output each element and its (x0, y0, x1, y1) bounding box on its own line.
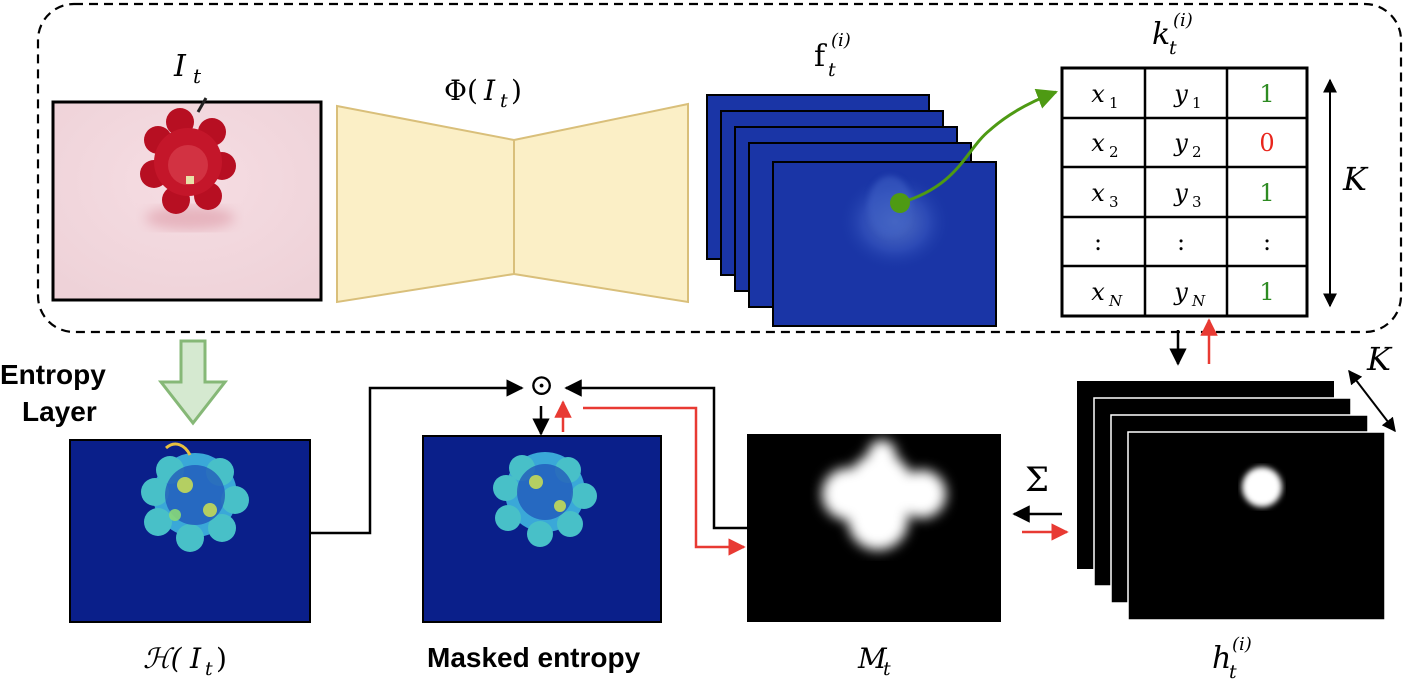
table-cell-y: y (1173, 80, 1188, 108)
keypoints-subscript: t (1169, 37, 1177, 59)
encoder-symbol: Φ( (444, 74, 478, 107)
keypoints-symbol: k (1152, 17, 1170, 52)
entropy-map-label: ℋ( I t ) (143, 642, 227, 680)
flower-object (140, 97, 236, 214)
table-cell-y: y (1173, 278, 1188, 306)
keypoints-label: k t (i) (1152, 10, 1193, 59)
table-cell-y: y (1173, 129, 1188, 157)
features-symbol: f (814, 39, 827, 74)
feature-map-stack (706, 94, 997, 327)
mask-label: M t (857, 642, 891, 680)
hadamard-product-symbol: ⊙ (529, 368, 554, 403)
mask-symbol: M (857, 642, 888, 675)
encoder-close: ) (511, 74, 522, 107)
sum-symbol: Σ (1025, 460, 1049, 500)
encoder-label: Φ( I t ) (444, 74, 522, 112)
heatmaps-subscript: t (1229, 661, 1237, 683)
encoder-arg-subscript: t (500, 90, 508, 112)
entropy-map-arg: I (189, 642, 202, 675)
heatmaps-superscript: (i) (1232, 634, 1252, 655)
table-cell-x: x (1091, 278, 1105, 306)
keypoints-superscript: (i) (1173, 10, 1193, 31)
encoder-arg: I (483, 74, 496, 107)
entropy-map-subscript: t (205, 658, 213, 680)
entropy-layer-label-line2: Layer (22, 396, 97, 427)
masked-entropy-label: Masked entropy (427, 642, 641, 673)
input-image (51, 97, 323, 302)
entropy-layer-label-line1: Entropy (0, 359, 106, 390)
entropy-map-close: ) (216, 642, 227, 675)
input-image-label: I t (173, 49, 202, 88)
table-cell-visibility: 1 (1259, 179, 1274, 207)
k-diagonal-label: K (1366, 340, 1393, 378)
table-cell-x: x (1091, 80, 1105, 108)
k-vertical-label: K (1342, 160, 1369, 198)
features-label: f t (i) (814, 30, 851, 81)
k-depth-arrow (1348, 369, 1396, 433)
table-cell-y-subscript: 1 (1192, 94, 1202, 112)
encoder-region (36, 2, 1403, 334)
mask-to-hadamard-arrow (564, 379, 748, 530)
table-cell-visibility: 0 (1259, 129, 1274, 157)
table-cell-y-subscript: 3 (1192, 193, 1202, 211)
table-cell-y: : (1177, 228, 1185, 256)
heatmap-stack (1077, 381, 1386, 621)
entropy-map-symbol: ℋ( (143, 642, 183, 675)
table-cell-visibility: : (1263, 228, 1271, 256)
entropy-layer-arrow (157, 339, 229, 426)
table-cell-x: x (1091, 129, 1105, 157)
table-cell-visibility: 1 (1259, 80, 1274, 108)
entropy-to-hadamard-arrow (310, 379, 524, 535)
table-cell-x: : (1094, 228, 1102, 256)
table-cell-y-subscript: 2 (1192, 143, 1202, 161)
heatmaps-symbol: h (1212, 641, 1231, 676)
keypoint-extract-arrow (899, 88, 1058, 205)
entropy-blob (141, 442, 249, 552)
table-cell-x: x (1091, 179, 1105, 207)
table-cell-visibility: 1 (1259, 278, 1274, 306)
encoder-shape (336, 102, 689, 304)
features-subscript: t (828, 59, 836, 81)
masked-entropy-map (422, 435, 662, 623)
table-cell-y-subscript: N (1191, 292, 1206, 310)
heatmap-peak (1242, 467, 1282, 507)
input-image-symbol: I (173, 49, 187, 84)
mask-subscript: t (883, 658, 891, 680)
table-cell-x-subscript: 1 (1109, 94, 1119, 112)
table-cell-y: y (1173, 179, 1188, 207)
heatmap-layer (1127, 431, 1386, 621)
hadamard-to-mask-backward-arrow (583, 406, 746, 556)
masked-entropy-blob (493, 452, 597, 547)
feature-map-front (772, 161, 997, 327)
table-cell-x-subscript: 2 (1109, 143, 1119, 161)
input-image-subscript: t (193, 64, 202, 88)
heatmaps-label: h t (i) (1212, 634, 1252, 683)
table-cell-x-subscript: 3 (1109, 193, 1119, 211)
features-superscript: (i) (831, 30, 851, 51)
table-cell-x-subscript: N (1108, 292, 1123, 310)
entropy-map (69, 439, 311, 623)
mask-blob (822, 440, 946, 550)
mask-map (747, 434, 1001, 622)
